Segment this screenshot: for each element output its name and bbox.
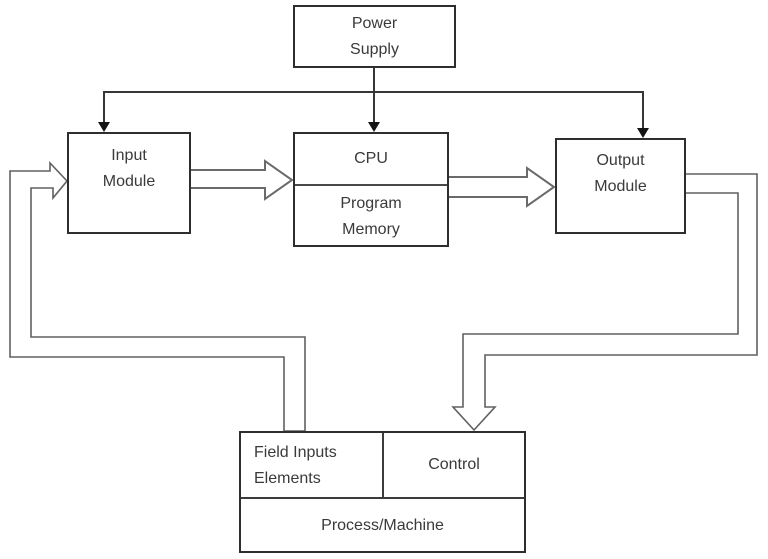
input-module-box: Input Module: [67, 132, 191, 234]
power-supply-label-line1: Power: [351, 15, 398, 32]
output-module-box: Output Module: [555, 138, 686, 234]
process-machine-cell: Process/Machine: [241, 499, 524, 553]
program-memory-section: Program Memory: [295, 186, 447, 243]
power-supply-box: Power Supply: [293, 5, 456, 68]
block-arrow-input-to-cpu: [189, 159, 294, 201]
input-module-label-line1: Input: [111, 147, 147, 164]
control-cell: Control: [384, 433, 524, 497]
program-memory-label-line1: Program: [340, 195, 402, 212]
arrowhead-into-cpu-icon: [368, 122, 380, 132]
program-memory-label-line2: Memory: [342, 221, 400, 238]
field-inputs-label-line2: Elements: [254, 470, 321, 487]
cpu-box: CPU Program Memory: [293, 132, 449, 247]
control-label: Control: [428, 456, 480, 473]
output-module-label-line2: Module: [594, 178, 647, 195]
field-inputs-label-line1: Field Inputs: [254, 444, 337, 461]
arrowhead-into-input-icon: [98, 122, 110, 132]
output-module-label-line1: Output: [596, 152, 645, 169]
power-supply-label-line2: Supply: [350, 41, 399, 58]
process-machine-box: Field Inputs Elements Control Process/Ma…: [239, 431, 526, 553]
plant-top-row: Field Inputs Elements Control: [241, 433, 524, 499]
field-inputs-cell: Field Inputs Elements: [241, 433, 384, 497]
feedback-pipe-field-to-input: [9, 160, 306, 432]
process-machine-label: Process/Machine: [321, 517, 444, 534]
block-arrow-cpu-to-output: [447, 166, 556, 208]
cpu-section: CPU: [295, 134, 447, 186]
cpu-label: CPU: [354, 150, 388, 167]
pipe-output-to-control: [451, 173, 758, 432]
arrowhead-into-output-icon: [637, 128, 649, 138]
input-module-label-line2: Module: [102, 173, 156, 190]
